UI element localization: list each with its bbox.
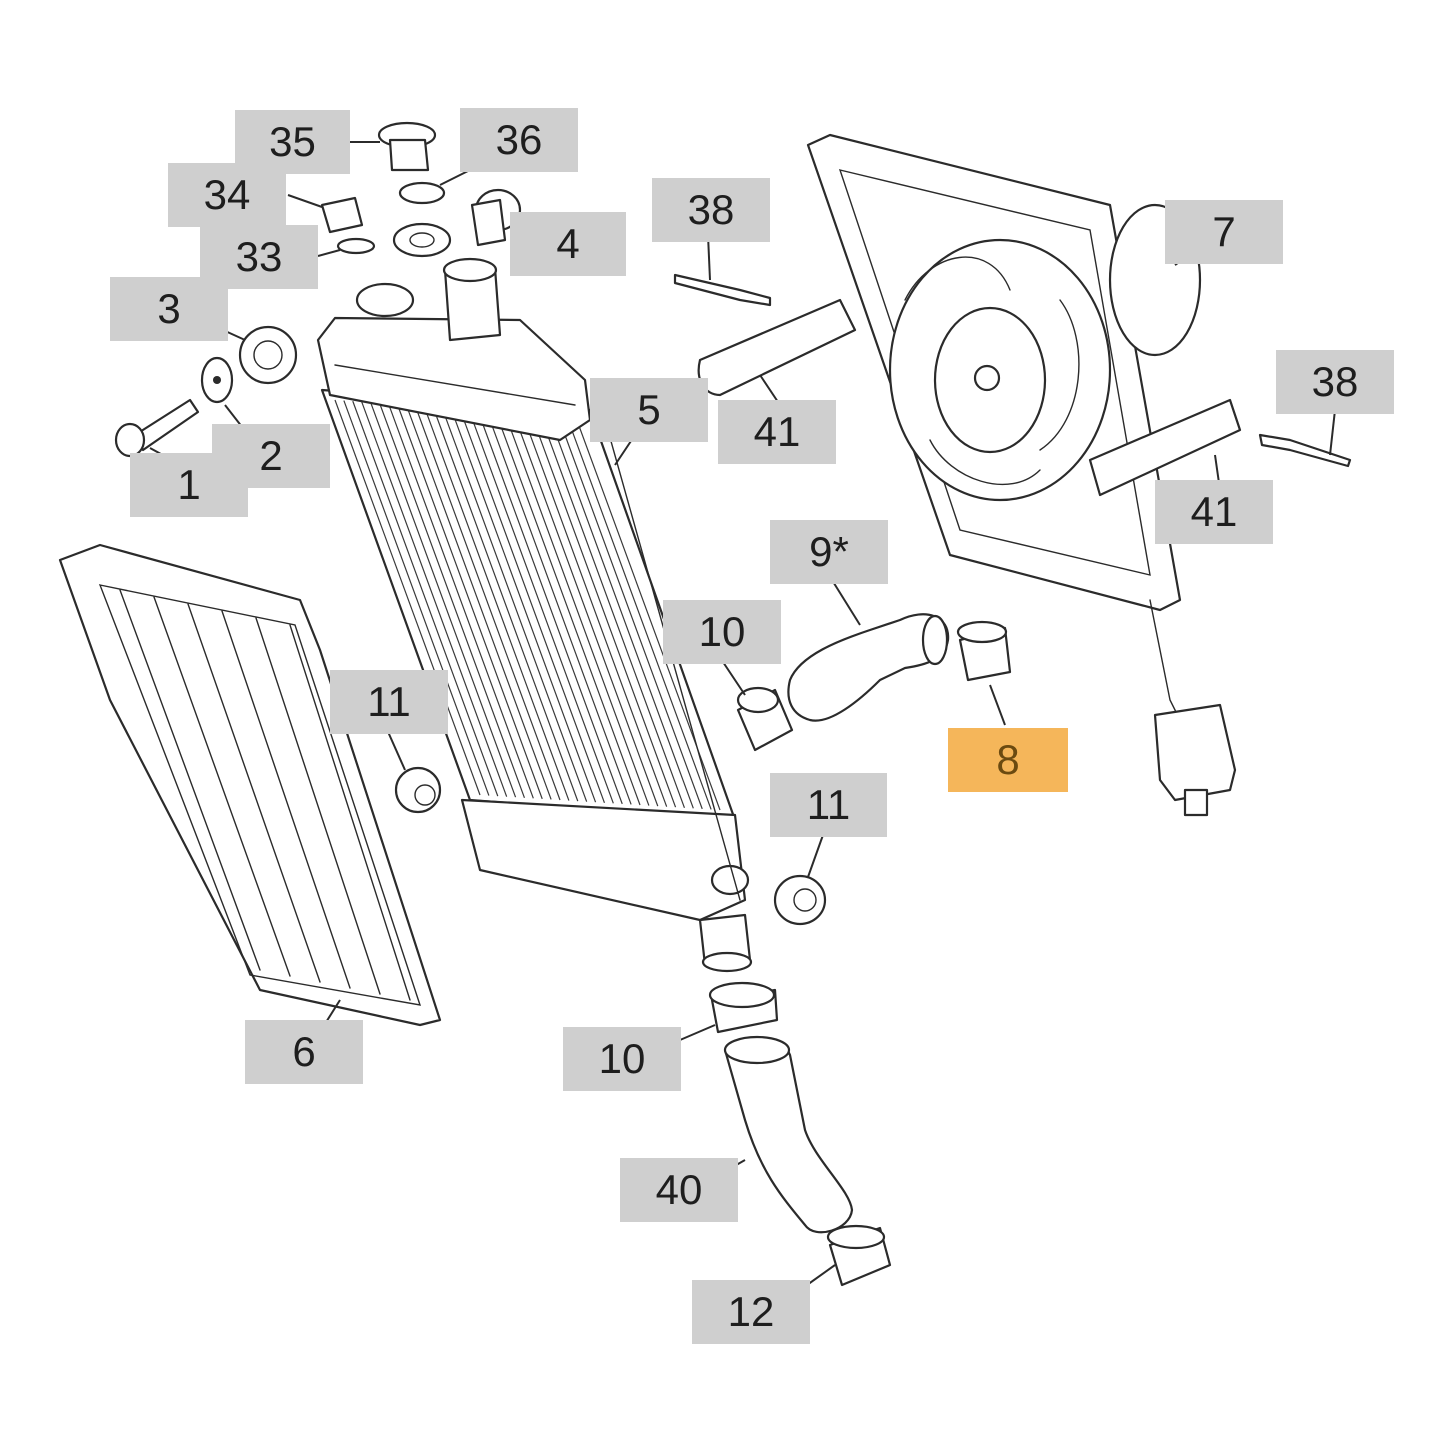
callout-9: 9*	[770, 520, 888, 584]
callout-38-right: 38	[1276, 350, 1394, 414]
hose-40	[723, 1041, 854, 1234]
nut-34	[320, 196, 364, 234]
pin-left	[673, 273, 772, 307]
callout-11-left: 11	[330, 670, 448, 734]
filler-cap-35	[377, 121, 437, 172]
o-ring-36	[398, 181, 446, 205]
grommet-11-right	[773, 874, 827, 926]
hose-40-end	[723, 1035, 791, 1065]
callout-12: 12	[692, 1280, 810, 1344]
washer-2	[200, 356, 234, 404]
callout-10-lower: 10	[563, 1027, 681, 1091]
clamp-8	[956, 620, 1012, 682]
callout-11-right: 11	[770, 773, 887, 837]
grommet-3	[238, 325, 298, 385]
clamp-10-upper	[736, 686, 794, 752]
radiator-core	[316, 257, 753, 973]
grommet-11-left	[394, 766, 442, 814]
filler-neck-ring	[392, 222, 452, 258]
bleed-screw-4	[470, 188, 522, 247]
callout-1: 1	[130, 453, 248, 517]
callout-6: 6	[245, 1020, 363, 1084]
callout-40: 40	[620, 1158, 738, 1222]
callout-34: 34	[168, 163, 286, 227]
callout-10-upper: 10	[663, 600, 781, 664]
callout-4: 4	[510, 212, 626, 276]
mounting-bracket-left	[697, 298, 857, 397]
callout-5: 5	[590, 378, 708, 442]
callout-36: 36	[460, 108, 578, 172]
radiator-cover-grille	[58, 543, 442, 1027]
callout-41-left: 41	[718, 400, 836, 464]
clamp-10-lower	[708, 981, 779, 1034]
callout-7: 7	[1165, 200, 1283, 264]
callout-38-left: 38	[652, 178, 770, 242]
callout-8-highlighted: 8	[948, 728, 1068, 792]
pin-right	[1258, 433, 1352, 468]
callout-3: 3	[110, 277, 228, 341]
clamp-12	[826, 1224, 892, 1287]
callout-41-right: 41	[1155, 480, 1273, 544]
washer-33	[336, 237, 376, 255]
hose-9-end	[921, 614, 949, 666]
bolt-1	[114, 398, 200, 458]
